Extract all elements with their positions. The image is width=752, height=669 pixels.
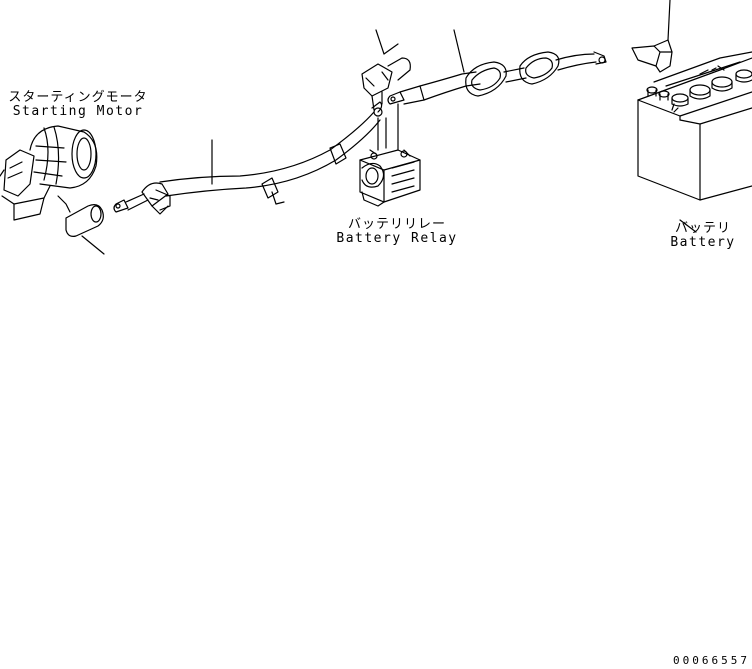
battery-label-jp: バッテリ (674, 221, 731, 236)
battery-label: バッテリ Battery (654, 222, 752, 250)
battery-relay-label: バッテリリレー Battery Relay (330, 218, 464, 246)
starter-cable (114, 102, 382, 214)
battery-relay-label-jp: バッテリリレー (347, 217, 446, 232)
battery-label-en: Battery (670, 235, 736, 250)
starting-motor-label-jp: スターティングモータ (8, 90, 148, 105)
starting-motor-label: スターティングモータ Starting Motor (4, 91, 152, 119)
battery-relay-label-en: Battery Relay (336, 231, 458, 246)
starting-motor-label-en: Starting Motor (12, 104, 144, 119)
battery-cable (388, 30, 606, 104)
battery-relay (360, 30, 420, 206)
starting-motor (0, 126, 104, 254)
drawing-number: 00066557 (673, 654, 750, 667)
battery (632, 0, 752, 232)
